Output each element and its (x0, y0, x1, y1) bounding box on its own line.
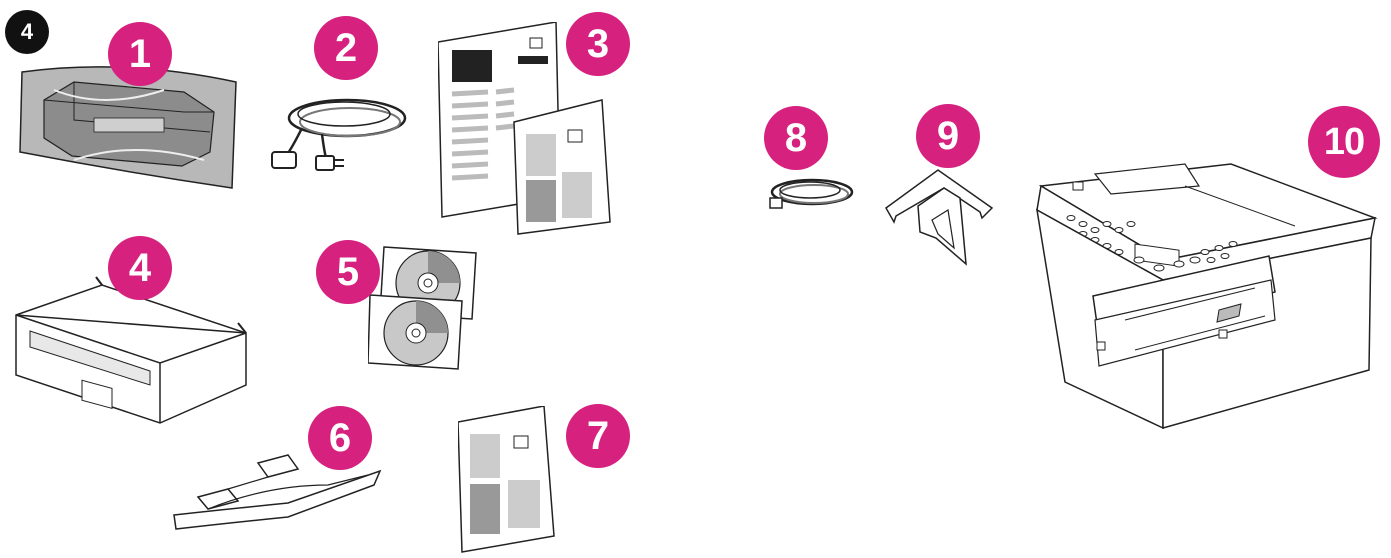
item-number-2: 2 (314, 16, 378, 80)
software-cd-icon (368, 245, 483, 370)
step-badge: 4 (5, 10, 49, 54)
item-number-3: 3 (566, 12, 630, 76)
paper-support-icon (884, 168, 996, 270)
item-number-4: 4 (108, 236, 172, 300)
item-number-6: 6 (308, 406, 372, 470)
phone-cord-icon (762, 170, 862, 218)
item-number-1: 1 (108, 22, 172, 86)
item-number-10: 10 (1308, 106, 1380, 178)
item-number-8: 8 (764, 106, 828, 170)
item-number-5: 5 (316, 240, 380, 304)
item-number-9: 9 (916, 104, 980, 168)
printer-icon (1035, 160, 1381, 430)
guide-booklet-icon (458, 406, 558, 554)
item-number-7: 7 (566, 404, 630, 468)
power-cord-icon (262, 78, 432, 178)
